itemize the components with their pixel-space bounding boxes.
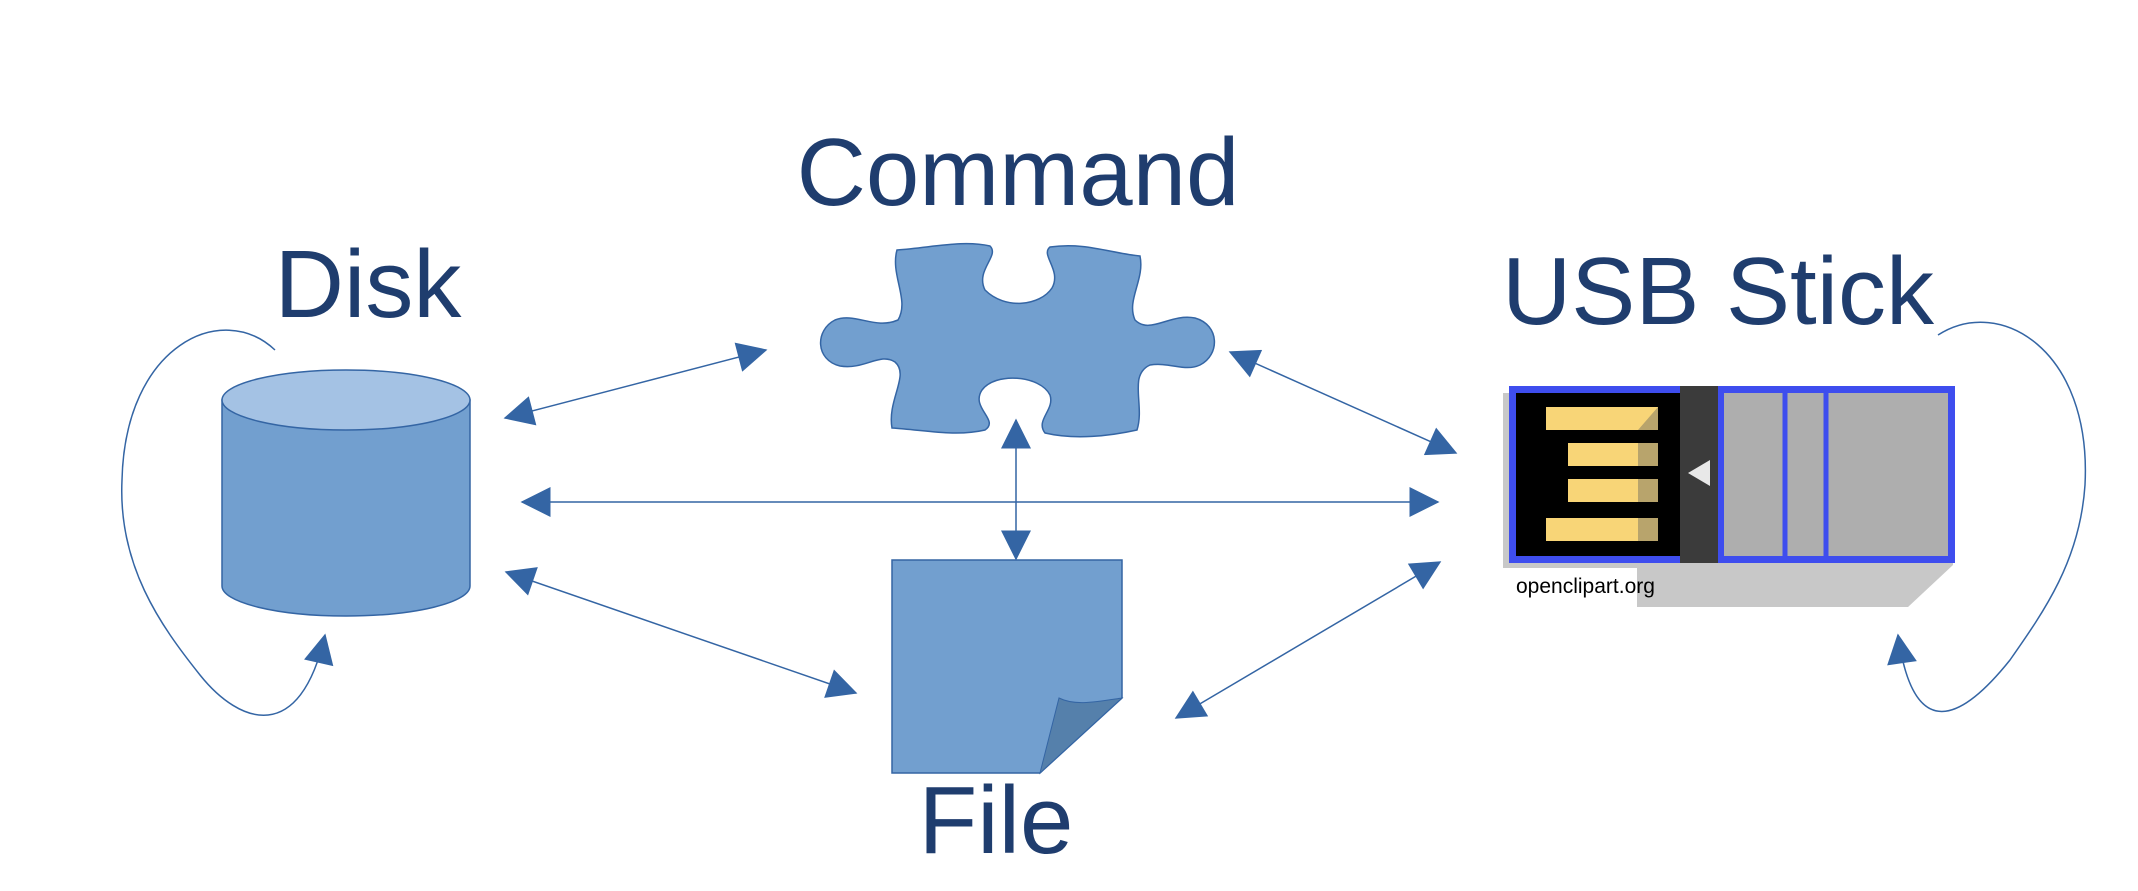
label-usb-stick: USB Stick [1502, 238, 1935, 345]
credit-text: openclipart.org [1516, 575, 1655, 598]
usb-contacts [1546, 407, 1658, 541]
arrow-disk-command [503, 342, 768, 426]
usb-arrow-glyph [1688, 460, 1710, 486]
arrow-file-usb [1174, 561, 1442, 719]
file-document-icon [891, 559, 1124, 775]
arrow-command-usb [1228, 349, 1458, 456]
usb-connector [1724, 393, 1948, 556]
connector-arrows [121, 321, 2087, 719]
label-file: File [919, 767, 1074, 874]
label-disk: Disk [275, 231, 463, 338]
label-command: Command [797, 119, 1240, 226]
arrow-usb-loop [1887, 321, 2087, 713]
usb-stick-icon [1503, 386, 1955, 607]
command-puzzle-piece-icon [819, 242, 1216, 438]
arrow-disk-file [504, 567, 858, 698]
arrow-disk-loop [121, 329, 334, 716]
disk-cylinder-icon [221, 369, 471, 617]
